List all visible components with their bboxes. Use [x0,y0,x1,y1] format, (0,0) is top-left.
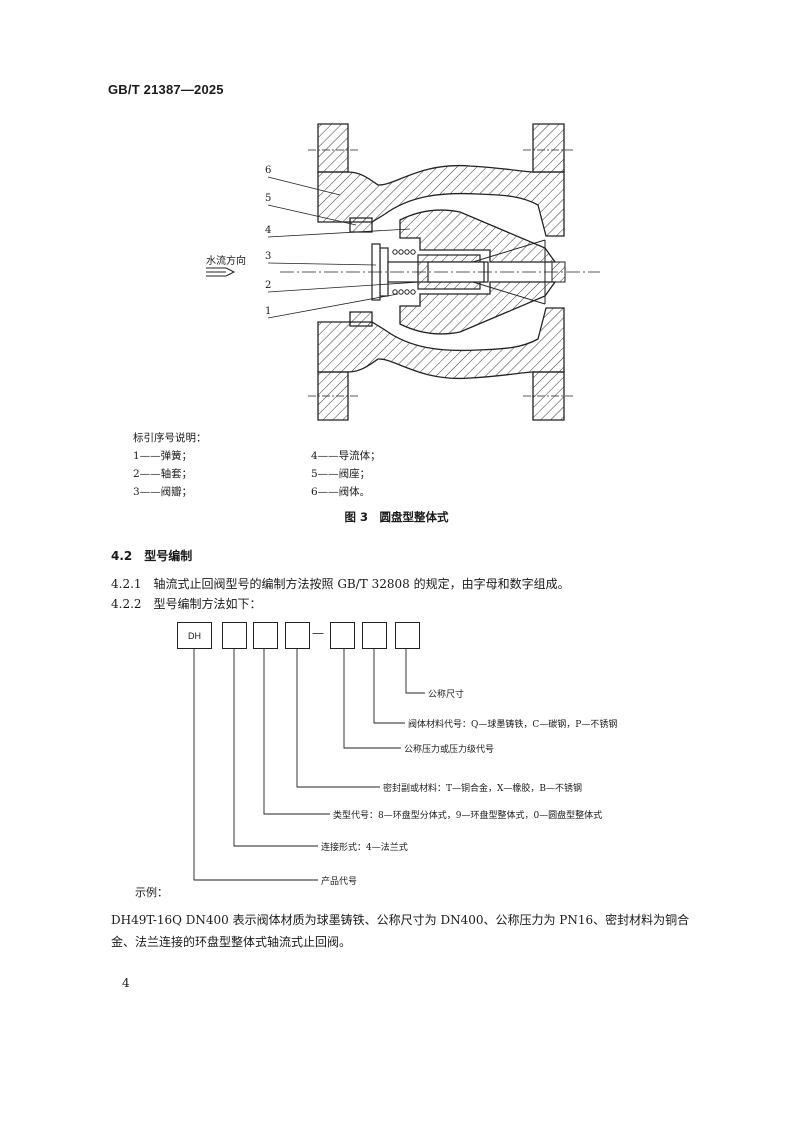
example-text: DH49T-16Q DN400 表示阀体材质为球墨铸铁、公称尺寸为 DN400、… [111,913,690,949]
code-label-nominal-size: 公称尺寸 [428,690,465,700]
callout-5: 5 [265,193,272,204]
code-box-7 [395,622,420,649]
paragraph-4-2-2: 4.2.2 型号编制方法如下： [111,597,262,611]
legend-item-2: 2——轴套； [133,468,193,480]
page-number: 4 [122,976,130,990]
code-box-5 [330,622,355,649]
legend-title: 标引序号说明： [133,432,207,444]
callout-1: 1 [265,306,272,317]
code-box-6 [362,622,387,649]
figure-caption: 图 3 圆盘型整体式 [344,510,449,524]
valve-body-upper [317,164,565,237]
valve-seat-upper [349,217,373,233]
legend-item-5: 5——阀座； [311,468,371,480]
code-label-body-material: 阀体材料代号：Q—球墨铸铁，C—碳钢，P—不锈钢 [408,720,618,730]
code-box-dh: DH [177,622,212,649]
spring [392,249,416,295]
legend-item-1: 1——弹簧； [133,450,193,462]
code-box-2 [222,622,247,649]
code-box-4 [285,622,310,649]
code-label-type: 类型代号：8—环盘型分体式，9—环盘型整体式，0—圆盘型整体式 [333,811,603,821]
example-label: 示例： [135,886,168,899]
code-label-pressure: 公称压力或压力级代号 [404,745,495,755]
code-dash: — [312,626,324,640]
code-box-3 [253,622,278,649]
legend-item-3: 3——阀瓣； [133,486,193,498]
valve-seat-lower [349,311,373,327]
standard-number: GB/T 21387—2025 [108,82,224,97]
code-label-product: 产品代号 [321,877,358,887]
flow-arrow [206,267,236,277]
callout-2: 2 [265,280,272,291]
callout-6: 6 [265,165,272,176]
code-label-seal-material: 密封副或材料：T—铜合金，X—橡胶，B—不锈钢 [383,784,583,794]
code-label-connection: 连接形式：4—法兰式 [321,843,408,853]
callout-4: 4 [265,225,272,236]
valve-body-lower [317,307,565,380]
section-heading: 4.2 型号编制 [111,549,193,563]
paragraph-4-2-1: 4.2.1 轴流式止回阀型号的编制方法按照 GB/T 32808 的规定，由字母… [111,577,570,591]
legend-item-6: 6——阀体。 [311,486,371,498]
callout-3: 3 [265,251,272,262]
legend-item-4: 4——导流体； [311,450,381,462]
flow-direction-label: 水流方向 [206,256,246,267]
